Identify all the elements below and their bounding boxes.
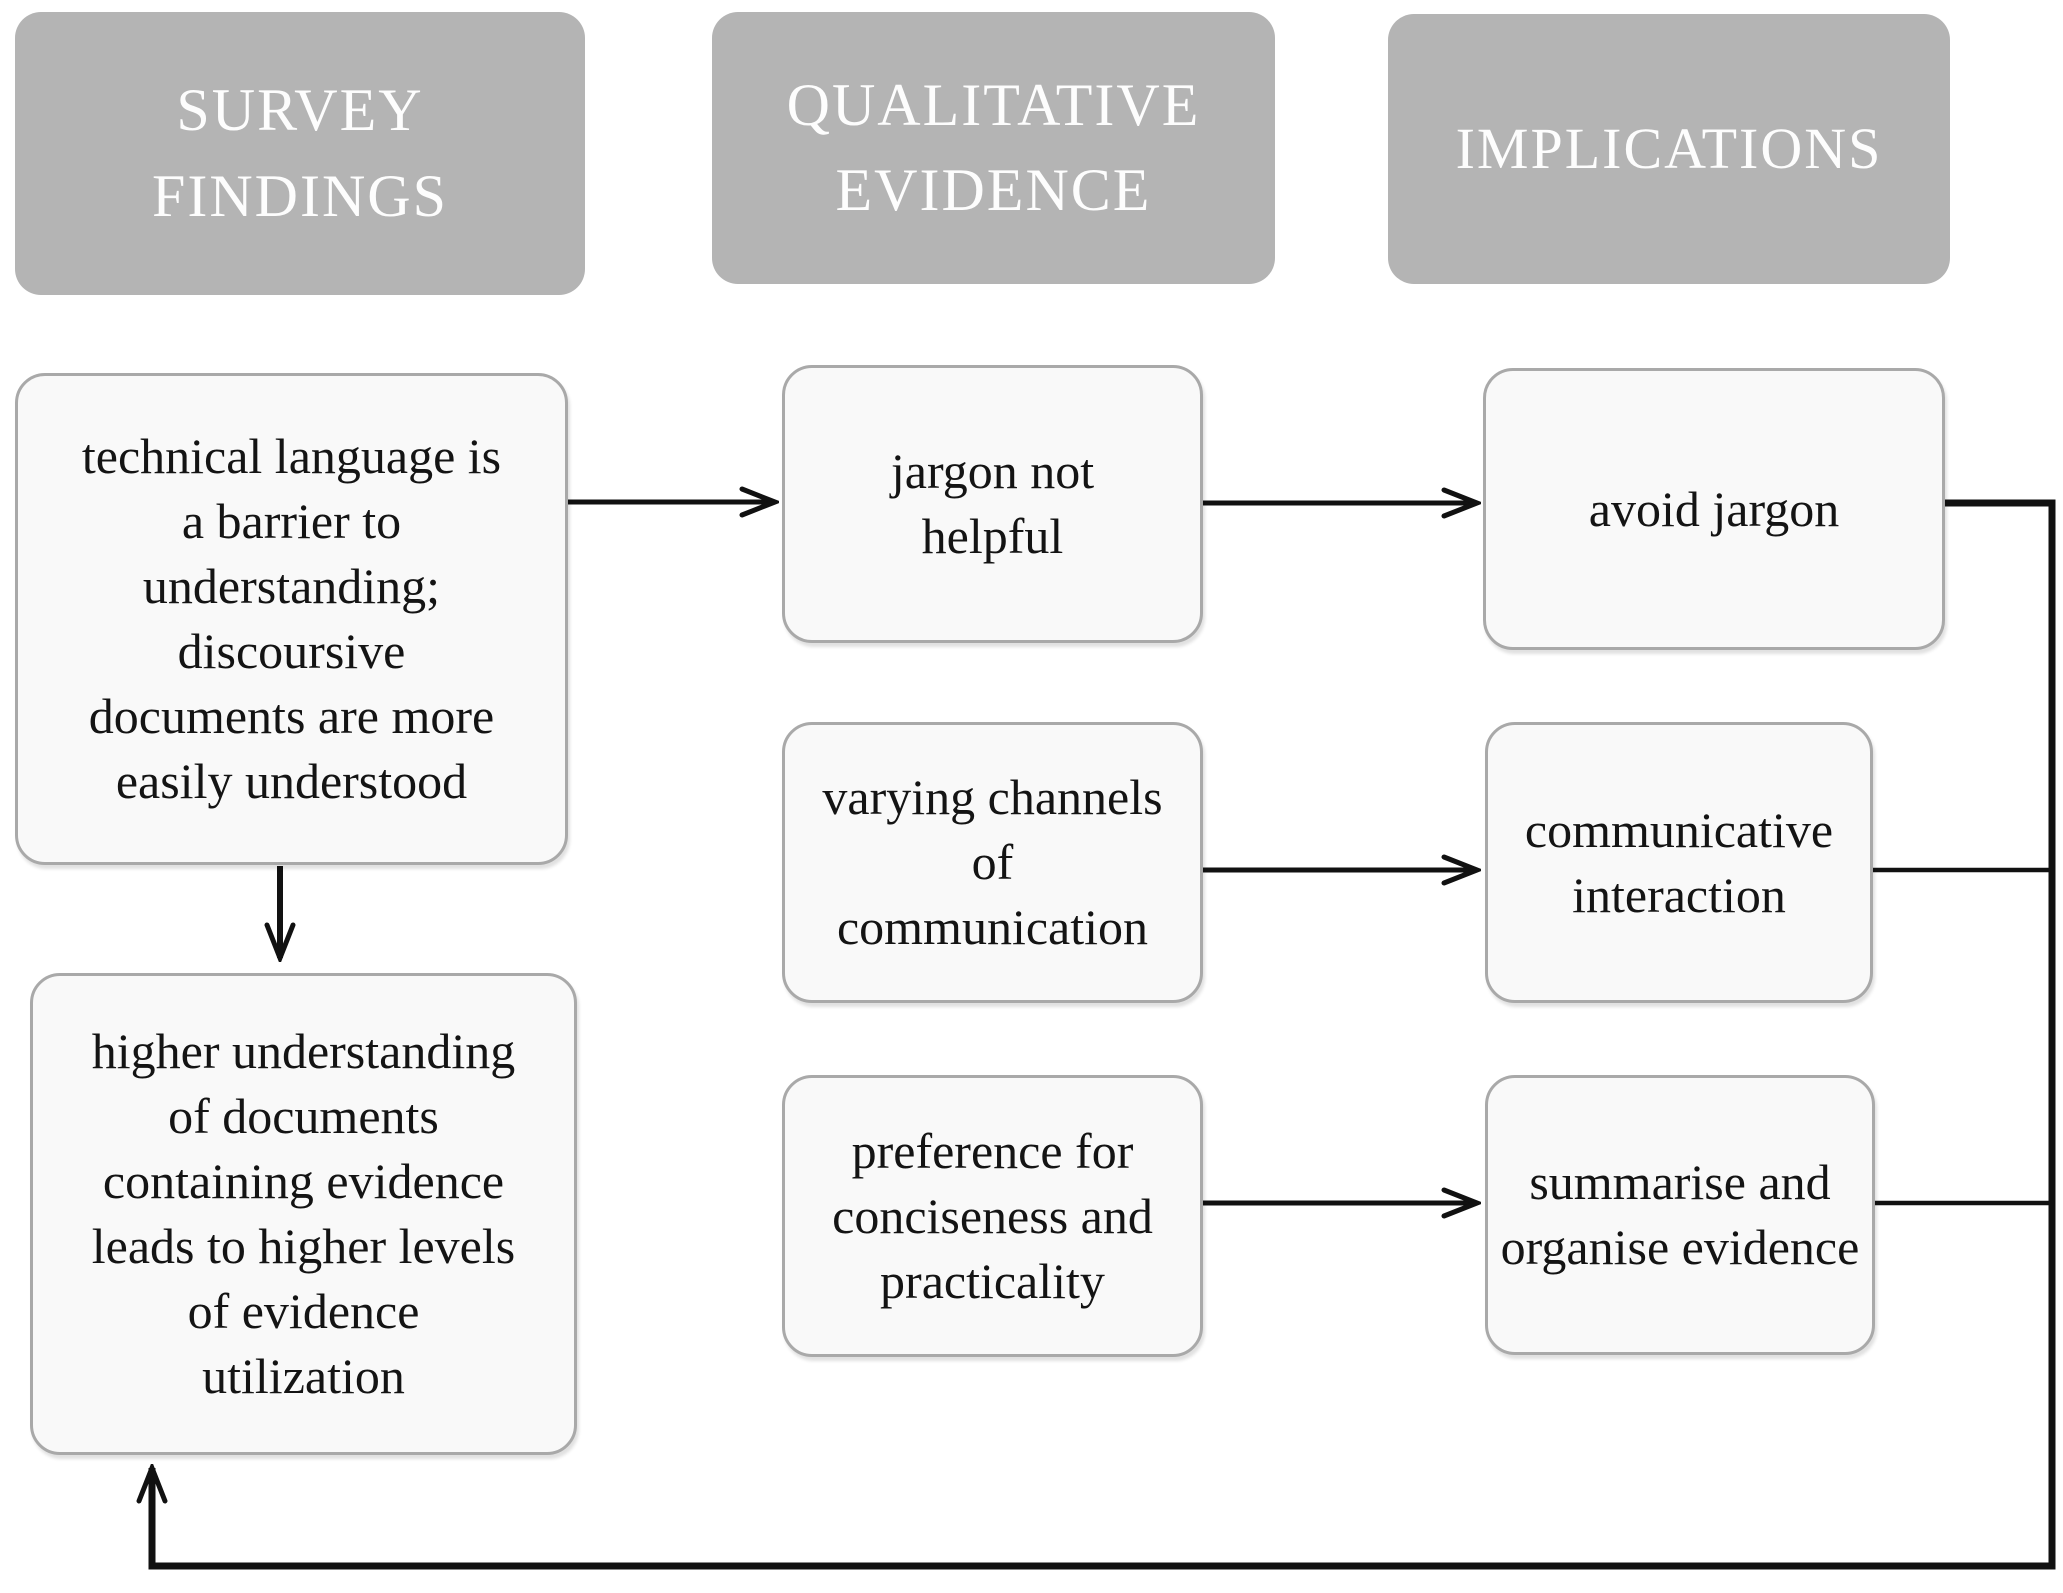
- node-implication-avoid-jargon: avoid jargon: [1483, 368, 1945, 650]
- node-implication-summarise-evidence: summarise and organise evidence: [1485, 1075, 1875, 1355]
- node-survey-finding-1: technical language is a barrier to under…: [15, 373, 568, 865]
- column-header-qualitative-evidence: QUALITATIVE EVIDENCE: [712, 12, 1275, 284]
- feedback-loop-line: [152, 499, 2056, 1570]
- node-survey-finding-2: higher understanding of documents contai…: [30, 973, 577, 1455]
- node-evidence-channels: varying channels of communication: [782, 722, 1203, 1003]
- node-evidence-conciseness: preference for conciseness and practical…: [782, 1075, 1203, 1357]
- node-implication-communicative-interaction: communicative interaction: [1485, 722, 1873, 1003]
- column-header-implications: IMPLICATIONS: [1388, 14, 1950, 284]
- column-header-survey-findings: SURVEY FINDINGS: [15, 12, 585, 295]
- node-evidence-jargon: jargon not helpful: [782, 365, 1203, 643]
